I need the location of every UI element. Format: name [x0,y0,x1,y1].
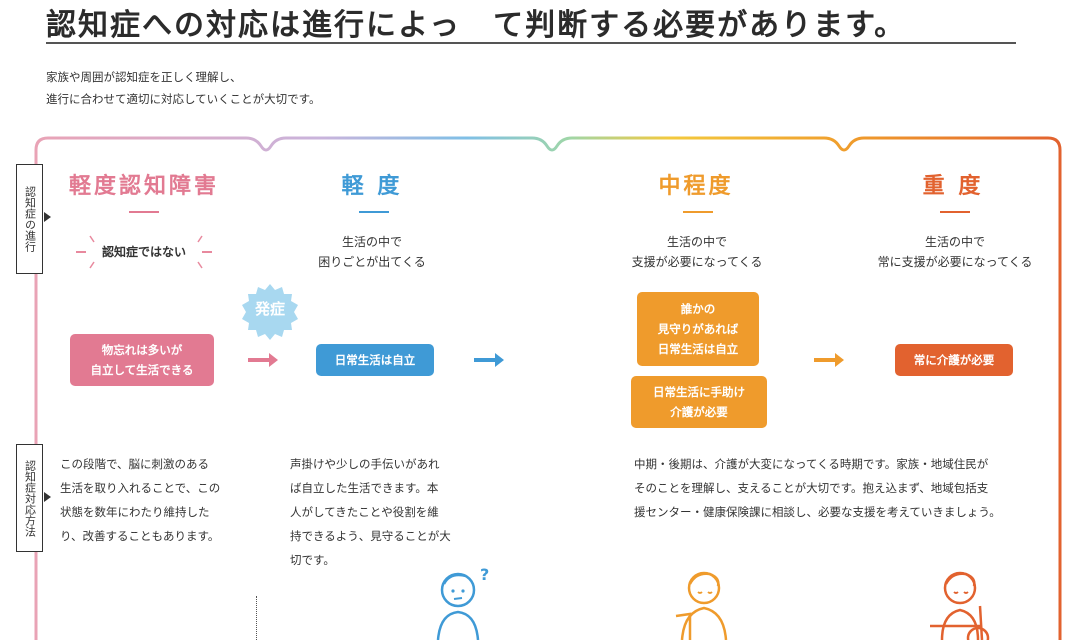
confused-person-icon: ? [436,565,489,640]
severe-status-box: 常に介護が必要 [895,344,1013,376]
severe-subtitle: 生活の中で 常に支援が必要になってくる [860,232,1050,272]
elder-wheelchair-icon [930,571,990,640]
moderate-status-box-1: 誰かの 見守りがあれば 日常生活は自立 [637,292,759,366]
dotted-separator [256,596,257,640]
mild-subtitle-line: 生活の中で [341,235,402,249]
mild-description: 声掛けや少しの手伝いがあれ ば自立した生活できます。本 人がしてきたことや役割を… [290,452,451,572]
moderate-subtitle-line: 生活の中で [666,235,727,249]
severe-status-line: 常に介護が必要 [913,353,995,367]
moderate-subtitle: 生活の中で 支援が必要になってくる [606,232,788,272]
side-label-response: 認知症対応方法 [16,444,43,552]
onset-badge-icon [242,284,298,340]
mci-desc-line: り、改善することもあります。 [60,529,220,543]
mci-desc-line: この段階で、脳に刺激のある [60,457,210,471]
mci-desc-line: 状態を数年にわたり維持した [60,505,210,519]
stage-title-mci: 軽度認知障害 [68,174,219,199]
moderate-severe-description: 中期・後期は、介護が大変になってくる時期です。家族・地域住民が そのことを理解し… [634,452,1001,524]
title-underline [46,42,1016,44]
mci-desc-line: 生活を取り入れることで、この [60,481,221,495]
moderate-desc-line: 中期・後期は、介護が大変になってくる時期です。家族・地域住民が [634,457,989,471]
moderate-status2-line: 介護が必要 [670,405,728,419]
mild-desc-line: 人がしてきたことや役割を維 [290,505,439,519]
stage-underline-moderate [683,211,713,213]
stage-title-mild: 軽 度 [341,174,403,199]
side-arrow-response [44,492,51,502]
mci-status-line-2: 自立して生活できる [90,363,194,377]
arrow-moderate-to-severe [814,353,844,367]
moderate-status2-line: 日常生活に手助け [653,385,745,399]
mild-desc-line: 声掛けや少しの手伝いがあれ [290,457,440,471]
moderate-status1-line: 誰かの [680,302,716,316]
moderate-desc-line: 援センター・健康保険課に相談し、必要な支援を考えていきましょう。 [634,505,1001,519]
severe-subtitle-line: 常に支援が必要になってくる [877,255,1033,269]
note-dash-right [202,251,212,253]
moderate-status-box-2: 日常生活に手助け 介護が必要 [631,376,767,428]
intro-line-1: 家族や周囲が認知症を正しく理解し、 [46,70,242,84]
note-dash-left [76,251,86,253]
mci-description: この段階で、脳に刺激のある 生活を取り入れることで、この 状態を数年にわたり維持… [60,452,220,548]
mild-status-box: 日常生活は自立 [316,344,434,376]
stage-underline-severe [940,211,970,213]
arrow-mci-to-mild [248,353,278,367]
intro-text: 家族や周囲が認知症を正しく理解し、 進行に合わせて適切に対応していくことが大切で… [46,66,321,110]
mild-subtitle: 生活の中で 困りごとが出てくる [290,232,454,272]
moderate-subtitle-line: 支援が必要になってくる [631,255,763,269]
moderate-desc-line: そのことを理解し、支えることが大切です。抱え込まず、地域包括支 [634,481,989,495]
mci-status-box: 物忘れは多いが 自立して生活できる [70,334,214,386]
stage-title-moderate: 中程度 [658,174,734,199]
note-sparkle-marks [89,235,203,269]
side-label-progress: 認知症の進行 [16,164,43,274]
mci-status-line-1: 物忘れは多いが [101,343,183,357]
severe-subtitle-line: 生活の中で [924,235,985,249]
question-mark: ? [480,565,489,584]
mild-desc-line: 切です。 [290,553,335,567]
moderate-status1-line: 見守りがあれば [657,322,739,336]
mild-status-line: 日常生活は自立 [334,353,416,367]
mild-desc-line: ば自立した生活できます。本 [290,481,439,495]
mild-subtitle-line: 困りごとが出てくる [318,255,426,269]
intro-line-2: 進行に合わせて適切に対応していくことが大切です。 [46,92,321,106]
mild-desc-line: 持できるよう、見守ることが大 [290,529,451,543]
stage-underline-mci [129,211,159,213]
stage-underline-mild [359,211,389,213]
onset-badge-label: 発症 [254,300,285,318]
elder-with-cane-icon [675,571,728,640]
arrow-mild-to-moderate [474,353,504,367]
side-arrow-progress [44,212,51,222]
moderate-status1-line: 日常生活は自立 [657,342,739,356]
stage-title-severe: 重 度 [922,174,984,199]
not-dementia-note: 認知症ではない [101,245,186,259]
page-title: 認知症への対応は進行によっ て判断する必要があります。 [46,8,907,43]
